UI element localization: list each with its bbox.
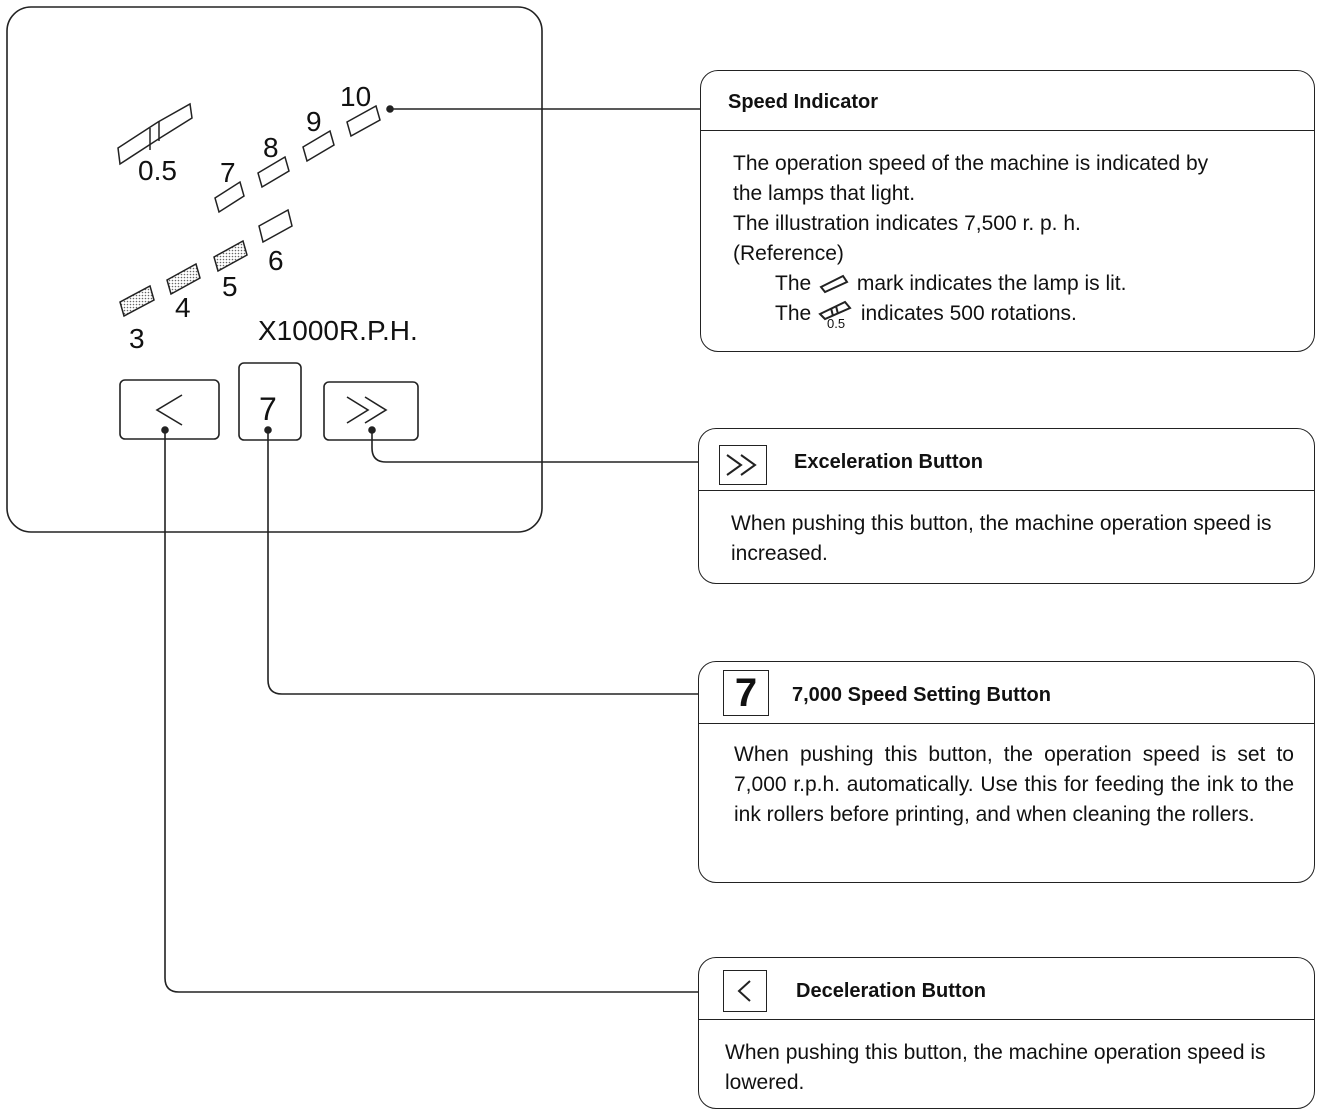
- lamp-4: [166, 262, 201, 296]
- speed-indicator-line: the lamps that light.: [733, 182, 916, 205]
- lower-lamps: [119, 208, 293, 318]
- lamp-7: [214, 180, 245, 214]
- half-lamp-icon: [818, 301, 852, 321]
- half-step-lamp: [117, 102, 193, 166]
- lamp-label-3: 3: [129, 323, 145, 354]
- lamp-3: [119, 284, 155, 318]
- preset-body: When pushing this button, the operation …: [699, 724, 1314, 830]
- half-lamp-label: 0.5: [827, 316, 846, 332]
- deceleration-title: Deceleration Button: [796, 980, 987, 1002]
- accelerate-icon-box: [719, 445, 767, 485]
- lamp-8: [257, 155, 290, 189]
- lamp-5: [213, 239, 248, 273]
- lamp-label-6: 6: [268, 245, 284, 276]
- lamp-label-0-5: 0.5: [138, 155, 177, 186]
- preset-7-button[interactable]: 7: [238, 362, 302, 441]
- lamp-label-7: 7: [220, 157, 236, 188]
- speed-indicator-body: The operation speed of the machine is in…: [701, 131, 1314, 332]
- decelerate-icon-box: [723, 970, 767, 1012]
- lamp-label-9: 9: [306, 106, 322, 137]
- preset-7-glyph: 7: [259, 391, 277, 427]
- acceleration-box: Exceleration Button When pushing this bu…: [698, 428, 1315, 584]
- leader-lines: [161, 105, 722, 993]
- speed-indicator-title: Speed Indicator: [728, 91, 879, 113]
- chevron-left-icon: [737, 980, 751, 1002]
- deceleration-header: Deceleration Button: [699, 958, 1314, 1020]
- control-panel: [6, 6, 543, 533]
- chevron-left-icon: [155, 394, 183, 426]
- acceleration-title: Exceleration Button: [794, 451, 983, 473]
- preset-text: When pushing this button, the operation …: [734, 743, 1294, 826]
- speed-indicator-line: (Reference): [733, 242, 844, 265]
- lit-lamp-icon: [819, 275, 849, 294]
- preset-icon-box: 7: [723, 670, 769, 716]
- deceleration-box: Deceleration Button When pushing this bu…: [698, 957, 1315, 1109]
- lamp-10: [346, 104, 381, 138]
- preset-header: 7 7,000 Speed Setting Button: [699, 662, 1314, 724]
- half-lamp-legend: The 0.5 indicates 500 rotations.: [733, 299, 1294, 332]
- double-chevron-right-icon: [726, 454, 757, 476]
- decelerate-button[interactable]: [119, 379, 220, 440]
- lamp-9: [302, 129, 335, 163]
- speed-indicator-header: Speed Indicator: [701, 71, 1314, 131]
- upper-lamps: [214, 104, 381, 214]
- acceleration-header: Exceleration Button: [699, 429, 1314, 491]
- seven-icon: 7: [734, 671, 758, 715]
- acceleration-text: When pushing this button, the machine op…: [731, 512, 1272, 565]
- double-chevron-right-icon: [346, 396, 388, 424]
- deceleration-body: When pushing this button, the machine op…: [699, 1020, 1314, 1098]
- lamp-label-10: 10: [340, 81, 371, 112]
- speed-indicator-line: The operation speed of the machine is in…: [733, 152, 1209, 175]
- speed-indicator-box: Speed Indicator The operation speed of t…: [700, 70, 1315, 352]
- lamp-6: [258, 208, 293, 244]
- lamp-label-8: 8: [263, 132, 279, 163]
- lit-lamp-legend: The mark indicates the lamp is lit.: [775, 272, 1127, 295]
- lamp-label-5: 5: [222, 271, 238, 302]
- preset-title: 7,000 Speed Setting Button: [792, 684, 1051, 706]
- lamp-label-4: 4: [175, 292, 191, 323]
- acceleration-body: When pushing this button, the machine op…: [699, 491, 1314, 569]
- deceleration-text: When pushing this button, the machine op…: [725, 1041, 1266, 1094]
- speed-indicator-line: The illustration indicates 7,500 r. p. h…: [733, 212, 1081, 235]
- accelerate-button[interactable]: [323, 381, 419, 441]
- unit-label: X1000R.P.H.: [258, 315, 418, 346]
- preset-box: 7 7,000 Speed Setting Button When pushin…: [698, 661, 1315, 883]
